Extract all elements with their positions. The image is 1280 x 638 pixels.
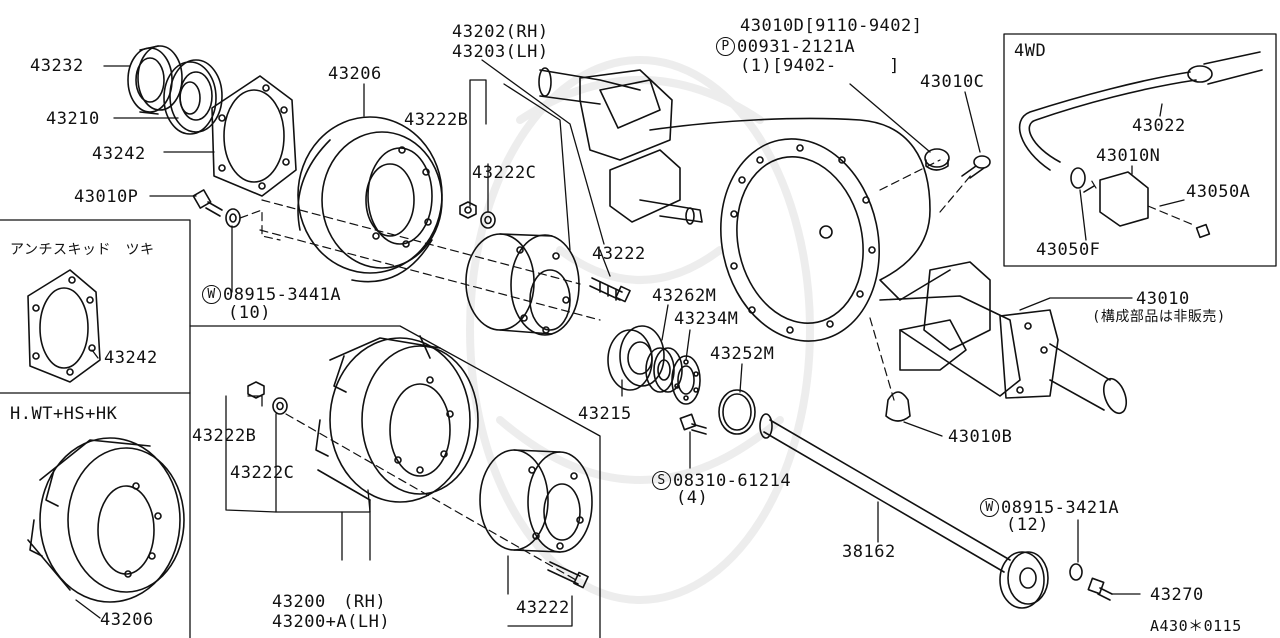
label-38162: 38162 [842,542,896,562]
panel-hwt-title: H.WT+HS+HK [10,404,118,424]
hub-43202 [465,233,580,336]
label-43270: 43270 [1150,585,1204,605]
label-43202: 43202(RH) [452,22,549,42]
label-08915-3441A: 08915-3441A [223,285,342,305]
breather-43010C [961,155,991,179]
label-43010: 43010 [1136,289,1190,309]
label-43252M: 43252M [710,344,775,364]
bolt-43010P [192,189,223,217]
label-43203: 43203(LH) [452,42,549,62]
label-00931-2121A: 00931-2121A [737,37,856,57]
panel-4wd-title: 4WD [1014,41,1047,61]
axle-housing-43010 [538,67,1128,415]
label-43222B-top: 43222B [404,110,469,130]
drum-43206-hwt [27,437,185,603]
label-43010B: 43010B [948,427,1013,447]
label-43010C: 43010C [920,72,985,92]
label-43206-bottom: 43206 [100,610,154,630]
label-43222B-bottom: 43222B [192,426,257,446]
gasket-43242 [211,75,297,197]
label-08915-3421A: 08915-3421A [1001,498,1120,518]
bracket-43010N [1083,171,1149,227]
leader-lines [75,59,1185,627]
label-43010N: 43010N [1096,146,1161,166]
label-43010-note: (構成部品は非販売) [1092,309,1226,325]
washer-43222C-lower [272,397,288,415]
washer-symbol-icon: W [202,285,221,304]
screw-08310-61214 [679,413,707,435]
label-43206-top: 43206 [328,64,382,84]
label-43022: 43022 [1132,116,1186,136]
dashed-assembly-lines [239,159,1197,581]
label-43010D: 43010D[9110-9402] [740,16,923,36]
drain-plug-43010B [885,391,911,422]
axle-shaft-38162 [759,413,1049,609]
brake-drum-43206 [297,116,443,283]
label-43222C-top: 43222C [472,163,537,183]
plug-43010D [924,148,950,171]
screw-symbol-icon: S [652,471,671,490]
label-43210: 43210 [46,109,100,129]
oring-43252M [718,389,756,435]
nut-43222B-lower [247,381,265,399]
label-43222-top: 43222 [592,244,646,264]
panel-antiskid-title: アンチスキッド ツキ [10,242,155,258]
catalog-code: A430＊0115 [1150,617,1242,635]
label-43010P: 43010P [74,187,139,207]
label-43050F: 43050F [1036,240,1101,260]
ring-43234M [671,355,701,405]
wheel-bearing-43210 [163,59,223,135]
label-43242-top: 43242 [92,144,146,164]
plug-symbol-icon: P [716,37,735,56]
bolt-43050A [1195,223,1211,239]
drum-43200 [315,335,479,503]
washer-08915-3441A [225,208,241,228]
bearing-43215 [607,325,665,391]
hub-bolt-43222 [589,277,631,303]
label-43215: 43215 [578,404,632,424]
label-43242-antiskid: 43242 [104,348,158,368]
label-43222-bottom: 43222 [516,598,570,618]
bolt-43270 [1087,577,1113,601]
label-43200A: 43200+A(LH) [272,612,391,632]
gasket-43242-antiskid [27,269,101,383]
clamp-43050F [1070,167,1086,189]
qty-08915-3441A: (10) [228,303,271,323]
hub-43200 [479,449,593,553]
qty-08915-3421A: (12) [1006,515,1049,535]
label-43222C-bottom: 43222C [230,463,295,483]
label-00931-range: (1)[9402- ] [740,56,900,76]
washer-symbol-icon: W [980,498,999,517]
label-43232: 43232 [30,56,84,76]
nut-43222B [459,201,477,219]
panel-frames [0,33,1277,638]
label-43262M: 43262M [652,286,717,306]
vent-hose-43022 [1018,51,1263,171]
hub-bolt-43222-lower [547,561,589,589]
label-43234M: 43234M [674,309,739,329]
bearing-retainer-43232 [127,45,183,115]
label-08310-61214: 08310-61214 [673,471,792,491]
label-43200: 43200 (RH) [272,592,387,612]
label-43050A: 43050A [1186,182,1251,202]
washer-08915-3421A [1069,563,1083,581]
qty-08310-61214: (4) [676,488,709,508]
watermark-emblem [466,56,814,604]
